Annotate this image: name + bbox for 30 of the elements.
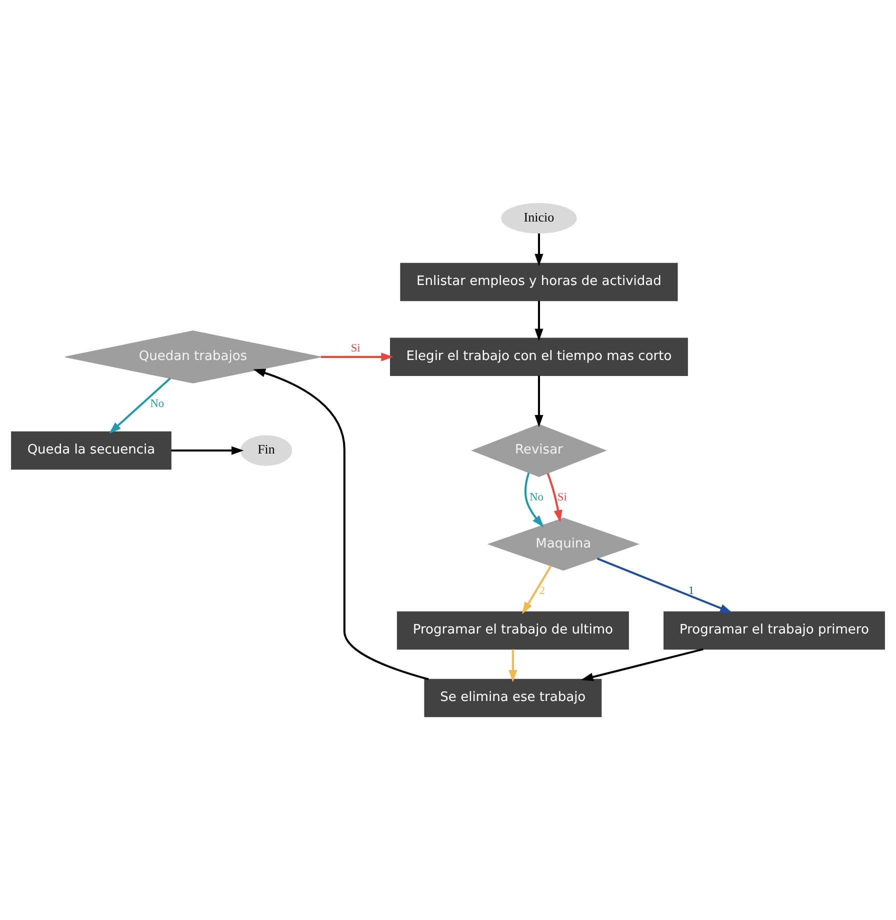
node-box: Se elimina ese trabajo — [424, 678, 602, 718]
node-box: Programar el trabajo de ultimo — [396, 611, 629, 650]
arrow — [171, 446, 244, 455]
arrow — [534, 300, 544, 342]
node-box: Enlistar empleos y horas de actividad — [400, 262, 678, 302]
edge-label: 2 — [539, 584, 546, 597]
arrow — [320, 352, 394, 362]
arrow — [596, 558, 732, 613]
node-box: Queda la secuencia — [11, 431, 172, 470]
arrow — [534, 376, 544, 428]
node-box: Elegir el trabajo con el tiempo mas corto — [390, 338, 688, 376]
node-ellipse: Fin — [240, 435, 292, 466]
node-box: Programar el trabajo primero — [664, 611, 885, 650]
edge-label: Si — [557, 491, 567, 504]
arrow — [253, 368, 429, 680]
arrow — [522, 565, 552, 614]
edge-label: No — [530, 491, 544, 504]
arrow — [108, 378, 171, 434]
node-diamond: Maquina — [487, 518, 640, 571]
edge-label: Si — [350, 342, 360, 354]
edge-label: 1 — [688, 584, 694, 597]
edge-label: No — [150, 398, 164, 410]
arrow — [534, 233, 544, 266]
arrow — [508, 649, 518, 682]
arrow — [580, 648, 704, 682]
arrow — [546, 472, 562, 522]
node-ellipse: Inicio — [501, 202, 577, 234]
node-diamond: Revisar — [471, 424, 607, 478]
arrow — [524, 472, 544, 528]
node-diamond: Quedan trabajos — [64, 330, 322, 384]
